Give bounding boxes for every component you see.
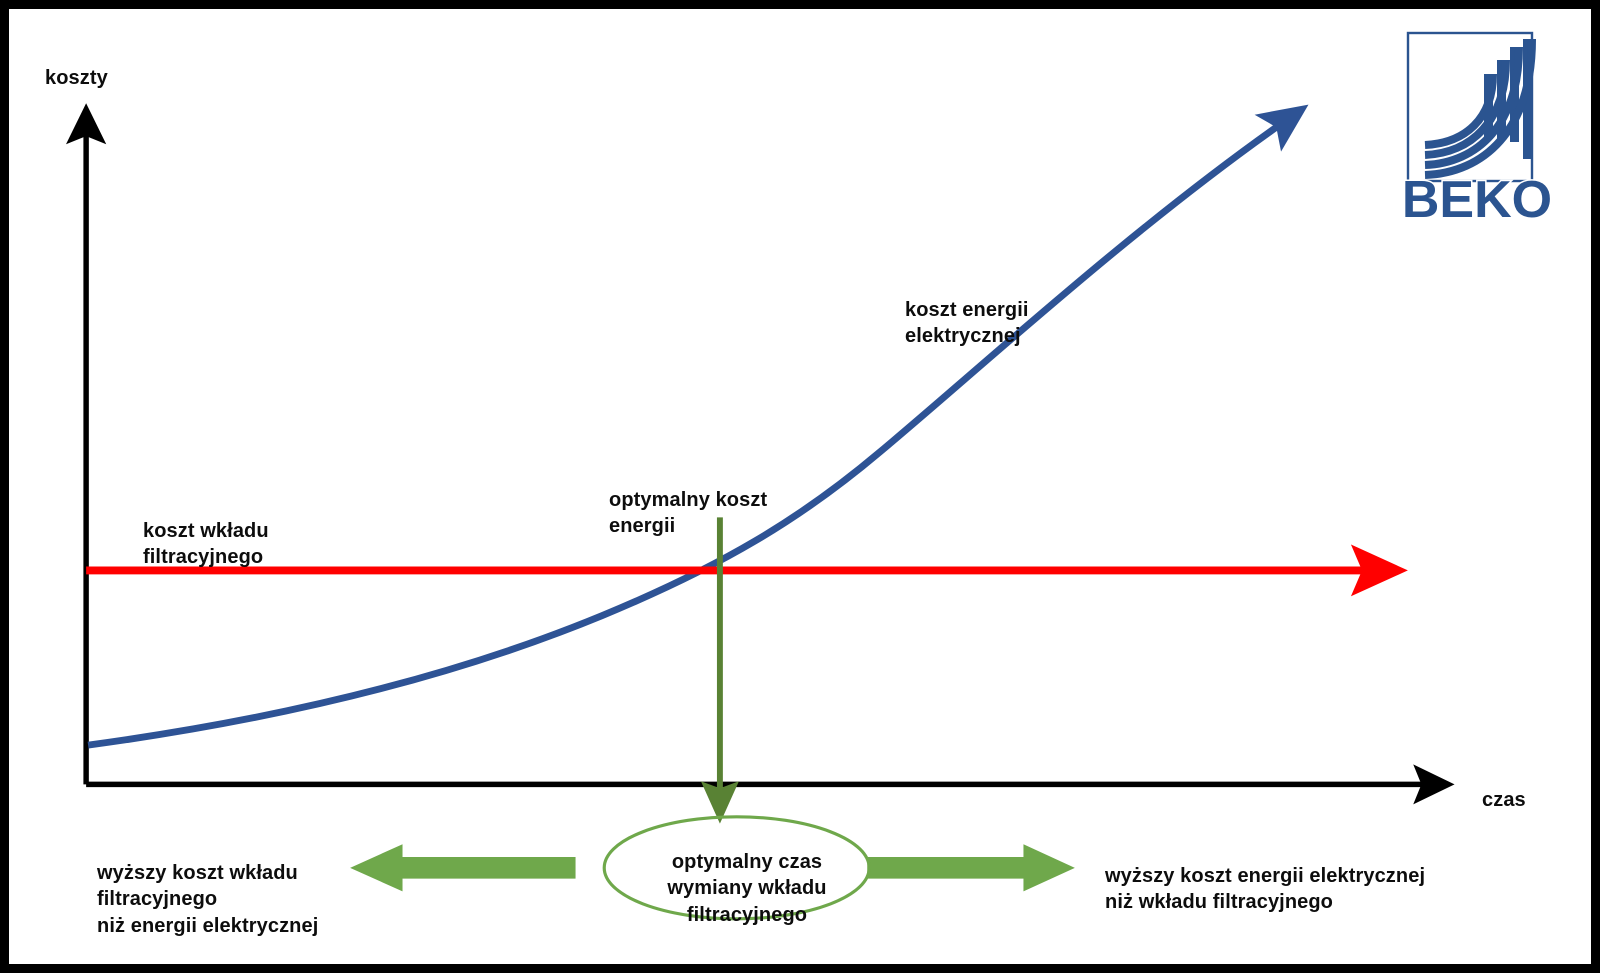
y-axis-label: koszty (45, 67, 108, 89)
beko-wordmark: BEKO (1405, 170, 1551, 222)
beko-wordmark-text: BEKO (1405, 171, 1551, 221)
optimal-time-label: optymalny czas wymiany wkładu filtracyjn… (667, 851, 827, 926)
energy-cost-label: koszt energii elektrycznej (905, 299, 1029, 348)
beko-logo: BEKO (1405, 31, 1551, 221)
x-axis-label: czas (1482, 789, 1526, 811)
optimal-time-ellipse (602, 815, 871, 921)
filter-cost-label: koszt wkładu filtracyjnego (143, 520, 269, 569)
energy-cost-curve (87, 104, 1309, 749)
left-note-label: wyższy koszt wkładu filtracyjnego niż en… (97, 862, 319, 937)
diagram-canvas (66, 103, 1455, 921)
left-block-arrow (350, 844, 576, 892)
right-note-label: wyższy koszt energii elektrycznej niż wk… (1105, 865, 1426, 914)
optimal-energy-cost-label: optymalny koszt energii (609, 489, 768, 538)
right-block-arrow (867, 844, 1075, 892)
